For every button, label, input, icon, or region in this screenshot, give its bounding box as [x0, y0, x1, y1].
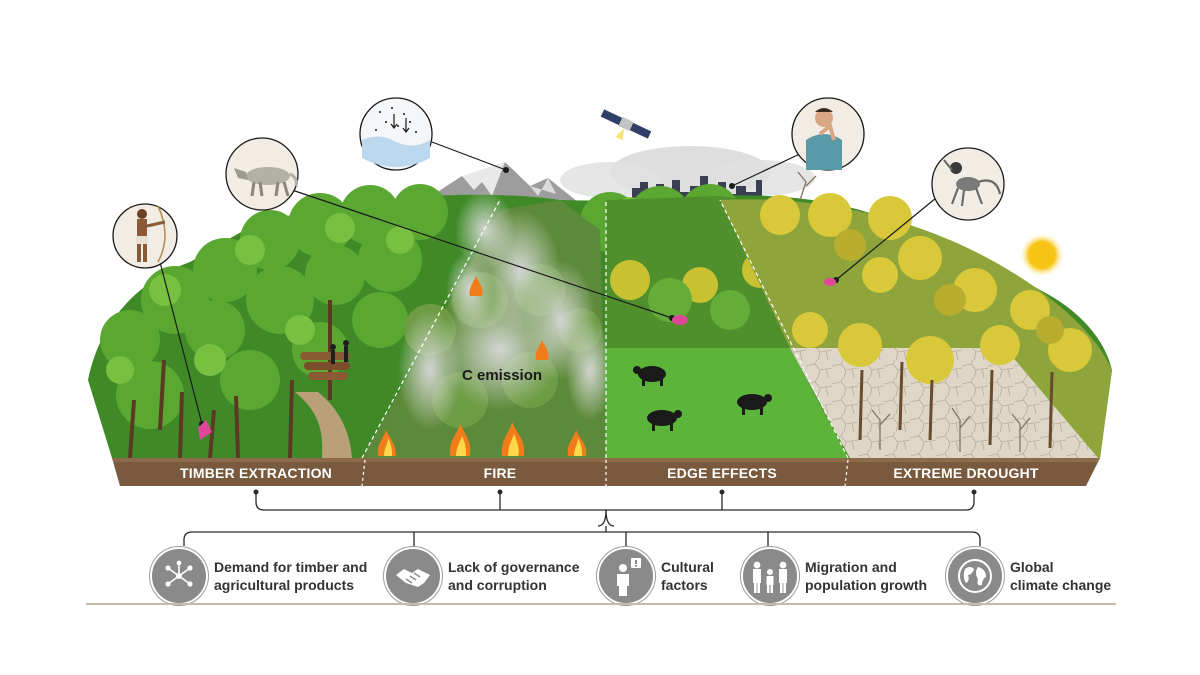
sick-person-inset-icon	[791, 97, 865, 171]
driver-climate-line2: climate change	[1010, 577, 1112, 593]
driver-cultural-label: Cultural factors	[661, 558, 714, 594]
callout-lines	[159, 141, 937, 425]
fire-zone: C emission	[362, 190, 614, 458]
driver-governance-line1: Lack of governance	[448, 559, 580, 575]
person-speech-icon	[597, 547, 655, 605]
monkey-marker	[824, 278, 836, 286]
driver-climate: Global climate change	[946, 547, 1111, 605]
driver-climate-line1: Global	[1010, 559, 1054, 575]
driver-cultural-line2: factors	[661, 577, 708, 593]
driver-migration-line2: population growth	[805, 577, 928, 593]
driver-demand: Demand for timber and agricultural produ…	[150, 547, 367, 605]
zone-label-edge-effects: EDGE EFFECTS	[667, 465, 777, 481]
driver-governance-label: Lack of governance and corruption	[448, 558, 580, 594]
c-emission-label: C emission	[462, 367, 542, 384]
driver-demand-label: Demand for timber and agricultural produ…	[214, 558, 367, 594]
zone-label-timber-extraction: TIMBER EXTRACTION	[180, 465, 332, 481]
driver-bracket	[183, 492, 981, 548]
peccary-marker	[672, 315, 688, 325]
hunter-inset-icon	[112, 203, 178, 269]
driver-demand-line1: Demand for timber and	[214, 559, 368, 575]
zone-label-fire: FIRE	[484, 465, 517, 481]
globe-icon	[946, 547, 1004, 605]
ground-band	[112, 458, 1100, 487]
network-branch-icon	[150, 547, 208, 605]
satellite-icon	[600, 109, 652, 141]
drought-zone	[720, 171, 1112, 458]
snow-rain-inset-icon	[359, 97, 433, 171]
zone-dividers	[361, 199, 849, 459]
driver-migration-label: Migration and population growth	[805, 558, 927, 594]
driver-migration-line1: Migration and	[805, 559, 897, 575]
family-icon	[741, 547, 799, 605]
driver-cultural: Cultural factors	[597, 547, 714, 605]
pasture	[606, 348, 848, 458]
driver-cultural-line1: Cultural	[661, 559, 714, 575]
driver-climate-label: Global climate change	[1010, 558, 1111, 594]
log-pile	[300, 352, 350, 380]
handshake-icon	[384, 547, 442, 605]
driver-migration: Migration and population growth	[741, 547, 927, 605]
driver-governance-line2: and corruption	[448, 577, 547, 593]
monkey-inset-icon	[931, 147, 1005, 221]
bottom-rule	[86, 603, 1116, 605]
mountain	[425, 162, 578, 202]
zone-label-extreme-drought: EXTREME DROUGHT	[893, 465, 1039, 481]
hunter-marker	[198, 420, 212, 440]
driver-demand-line2: agricultural products	[214, 577, 355, 593]
cattle	[633, 366, 772, 431]
city-skyline	[560, 146, 815, 200]
loggers	[330, 340, 349, 364]
driver-governance: Lack of governance and corruption	[384, 547, 580, 605]
wolf-inset-icon	[225, 137, 299, 211]
sun-icon	[1020, 233, 1064, 277]
